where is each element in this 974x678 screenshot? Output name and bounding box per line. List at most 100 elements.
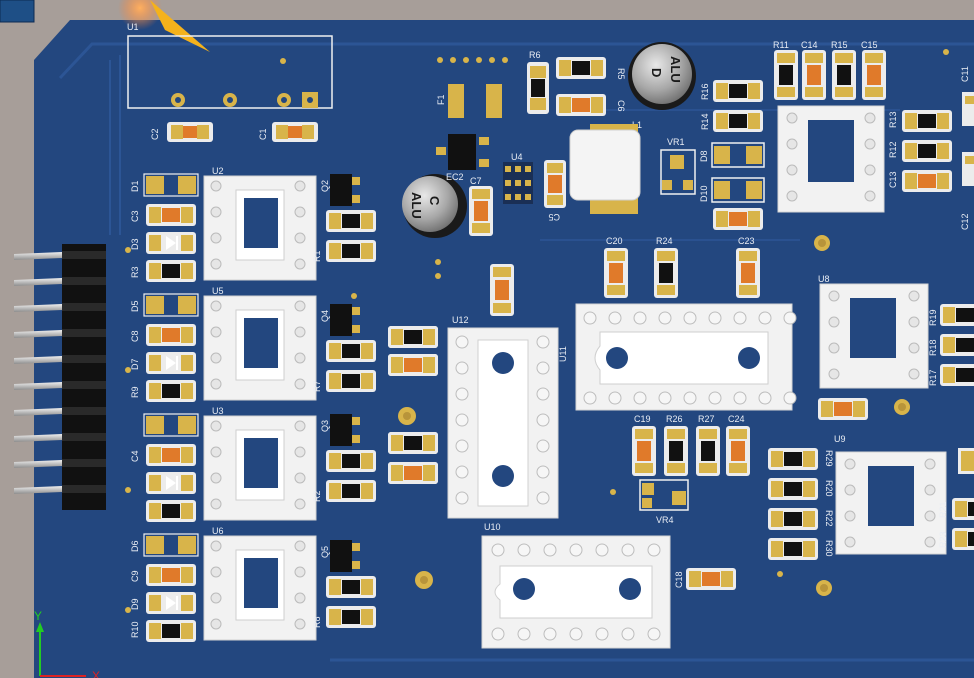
socket-u6[interactable] (203, 535, 317, 641)
resistor-smd[interactable] (146, 620, 196, 642)
resistor-smd[interactable] (326, 370, 376, 392)
u9-socket[interactable] (835, 451, 947, 555)
vr1-potentiometer[interactable] (660, 149, 696, 195)
diode-symbol-part[interactable] (146, 352, 196, 374)
part-c14[interactable] (802, 50, 826, 100)
c5-capacitor[interactable] (544, 160, 566, 208)
resistor-smd[interactable] (388, 326, 438, 348)
resistor-smd[interactable] (326, 340, 376, 362)
resistor-smd[interactable] (326, 576, 376, 598)
header-pin[interactable] (14, 251, 106, 260)
f1-fuse[interactable] (448, 84, 502, 118)
transistor-q4[interactable] (330, 304, 360, 336)
capacitor-c8[interactable] (146, 324, 196, 346)
part-r30[interactable] (768, 538, 818, 560)
r16-resistor[interactable] (713, 80, 763, 102)
top-left-tab[interactable] (0, 0, 35, 23)
part-r18[interactable] (940, 334, 974, 356)
header-pin[interactable] (14, 303, 106, 312)
diode-smd[interactable] (143, 173, 199, 197)
d8-diode[interactable] (711, 142, 765, 168)
resistor-smd[interactable] (146, 260, 196, 282)
resistor-smd[interactable] (326, 606, 376, 628)
resistor-smd[interactable] (326, 210, 376, 232)
c2-capacitor[interactable] (167, 122, 213, 142)
pin-header[interactable] (14, 244, 106, 510)
c6-capacitor[interactable] (556, 94, 606, 116)
part-r24[interactable] (654, 248, 678, 298)
u11-socket[interactable] (575, 303, 797, 411)
part-r12[interactable] (902, 140, 952, 162)
d10-diode[interactable] (711, 177, 765, 203)
c1-capacitor[interactable] (272, 122, 318, 142)
electrolytic-cap-d[interactable]: ALU D (628, 42, 696, 110)
header-pin[interactable] (14, 433, 106, 442)
socket-u2[interactable] (203, 175, 317, 281)
part-c13[interactable] (902, 170, 952, 192)
part-r13[interactable] (902, 110, 952, 132)
r14-resistor[interactable] (713, 110, 763, 132)
electrolytic-cap-c[interactable]: ALU C (402, 174, 467, 238)
socket-top-right[interactable] (777, 105, 885, 213)
resistor-smd[interactable] (146, 380, 196, 402)
capacitor-c9[interactable] (146, 564, 196, 586)
capacitor-smd[interactable] (388, 354, 438, 376)
diode-smd[interactable] (143, 533, 199, 557)
header-pin[interactable] (14, 277, 106, 286)
part-r23[interactable] (952, 528, 974, 550)
resistor-smd[interactable] (388, 432, 438, 454)
edge-component[interactable] (958, 448, 974, 474)
resistor-smd[interactable] (146, 500, 196, 522)
socket-u3[interactable] (203, 415, 317, 521)
diode-smd[interactable] (143, 413, 199, 437)
resistor-smd[interactable] (326, 240, 376, 262)
part-c19[interactable] (632, 426, 656, 476)
edge-component[interactable] (962, 92, 974, 126)
vr4-potentiometer[interactable] (639, 479, 689, 511)
r5-resistor[interactable] (556, 57, 606, 79)
diode-symbol-part[interactable] (146, 232, 196, 254)
diode-smd[interactable] (143, 293, 199, 317)
part-c24[interactable] (726, 426, 750, 476)
c16-capacitor[interactable] (818, 398, 868, 420)
q1-transistor[interactable] (436, 134, 489, 170)
header-pin[interactable] (14, 381, 106, 390)
part-c23[interactable] (736, 248, 760, 298)
capacitor-smd[interactable] (388, 462, 438, 484)
socket-u5[interactable] (203, 295, 317, 401)
transistor-q3[interactable] (330, 414, 360, 446)
u10-socket[interactable] (481, 535, 671, 649)
capacitor-c4[interactable] (146, 444, 196, 466)
c7-capacitor[interactable] (469, 186, 493, 236)
u8-socket[interactable] (819, 283, 929, 389)
part-r21[interactable] (952, 498, 974, 520)
part-r11[interactable] (774, 50, 798, 100)
header-pin[interactable] (14, 329, 106, 338)
part-r19[interactable] (940, 304, 974, 326)
header-pin[interactable] (14, 355, 106, 364)
c21-capacitor[interactable] (490, 264, 514, 316)
capacitor-c3[interactable] (146, 204, 196, 226)
part-r26[interactable] (664, 426, 688, 476)
resistor-smd[interactable] (326, 450, 376, 472)
part-r22[interactable] (768, 508, 818, 530)
part-c15[interactable] (862, 50, 886, 100)
diode-symbol-part[interactable] (146, 472, 196, 494)
header-pin[interactable] (14, 485, 106, 494)
part-r29[interactable] (768, 448, 818, 470)
u4-ic[interactable] (503, 162, 533, 204)
l1-inductor[interactable] (569, 124, 641, 214)
part-c20[interactable] (604, 248, 628, 298)
header-pin[interactable] (14, 459, 106, 468)
transistor-q5[interactable] (330, 540, 360, 572)
part-r17[interactable] (940, 364, 974, 386)
r6-resistor[interactable] (527, 62, 549, 114)
part-r20[interactable] (768, 478, 818, 500)
c10-capacitor[interactable] (713, 208, 763, 230)
part-r27[interactable] (696, 426, 720, 476)
header-pin[interactable] (14, 407, 106, 416)
u12-socket[interactable] (447, 327, 559, 519)
c18-capacitor[interactable] (686, 568, 736, 590)
